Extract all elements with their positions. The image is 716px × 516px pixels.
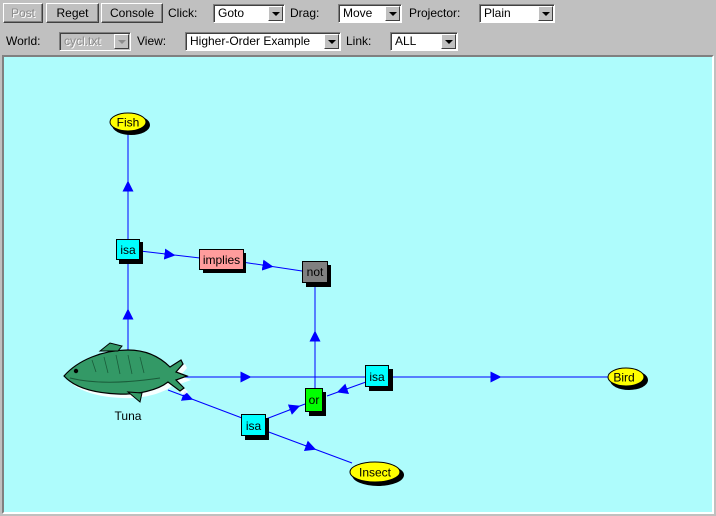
toolbar-row-1: Post Reget Console Click: Goto Drag: Mov… [0, 0, 716, 25]
projector-select[interactable]: Plain [479, 4, 555, 23]
click-label: Click: [168, 6, 198, 20]
node-isa-bottom[interactable]: isa [241, 414, 270, 441]
chevron-down-icon[interactable] [324, 34, 339, 49]
projector-label: Projector: [409, 6, 461, 20]
node-insect[interactable]: Insect [349, 461, 404, 486]
click-mode-value: Goto [218, 6, 245, 20]
node-isa-right[interactable]: isa [365, 365, 394, 392]
node-isa-top[interactable]: isa [116, 239, 144, 265]
projector-value: Plain [484, 6, 511, 20]
arrowhead-icon [303, 440, 317, 451]
arrowhead-icon [261, 259, 274, 271]
node-bird[interactable]: Bird [607, 367, 648, 390]
node-implies[interactable]: implies [199, 249, 247, 274]
toolbar-row-2: World: cycl.txt View: Higher-Order Examp… [0, 28, 716, 53]
fish-icon [63, 342, 191, 403]
node-fish-label: Fish [117, 116, 140, 130]
world-select[interactable]: cycl.txt [59, 32, 131, 51]
arrowhead-icon [287, 404, 301, 415]
graph-svg[interactable]: Fish isa implies not [4, 57, 712, 512]
node-fish[interactable]: Fish [109, 112, 150, 135]
link-tuna-isa-bottom[interactable] [167, 389, 243, 419]
chevron-down-icon[interactable] [385, 6, 400, 21]
node-not[interactable]: not [302, 261, 332, 288]
world-label: World: [6, 34, 41, 48]
post-button[interactable]: Post [3, 3, 43, 23]
chevron-down-icon[interactable] [538, 6, 553, 21]
link-implies-not[interactable] [241, 261, 303, 272]
console-button[interactable]: Console [101, 3, 163, 23]
node-bird-label: Bird [613, 371, 634, 385]
arrowhead-icon [163, 248, 176, 260]
view-select[interactable]: Higher-Order Example [185, 32, 341, 51]
chevron-down-icon[interactable] [114, 34, 129, 49]
node-implies-label: implies [203, 253, 240, 267]
drag-mode-value: Move [343, 6, 373, 20]
view-value: Higher-Order Example [190, 34, 311, 48]
click-mode-select[interactable]: Goto [213, 4, 285, 23]
node-or-label: or [309, 393, 320, 407]
reget-button[interactable]: Reget [46, 3, 99, 23]
node-not-label: not [307, 265, 324, 279]
link-label: Link: [346, 34, 372, 48]
link-select[interactable]: ALL [390, 32, 458, 51]
chevron-down-icon[interactable] [268, 6, 283, 21]
world-value: cycl.txt [64, 34, 101, 48]
arrowhead-icon [180, 390, 194, 401]
node-isa-bottom-label: isa [246, 419, 262, 433]
link-value: ALL [395, 34, 417, 48]
node-tuna[interactable]: Tuna [63, 342, 191, 423]
arrowhead-icon [336, 383, 350, 394]
drag-mode-select[interactable]: Move [338, 4, 402, 23]
view-label: View: [137, 34, 167, 48]
link-isa-bottom-or[interactable] [265, 403, 306, 420]
node-or[interactable]: or [305, 388, 327, 417]
drag-label: Drag: [290, 6, 320, 20]
graph-canvas[interactable]: Fish isa implies not [2, 55, 714, 514]
node-insect-label: Insect [359, 466, 392, 480]
graph-links [122, 133, 608, 464]
chevron-down-icon[interactable] [441, 34, 456, 49]
node-tuna-label: Tuna [115, 409, 142, 423]
node-isa-top-label: isa [120, 243, 136, 257]
node-isa-right-label: isa [369, 370, 385, 384]
